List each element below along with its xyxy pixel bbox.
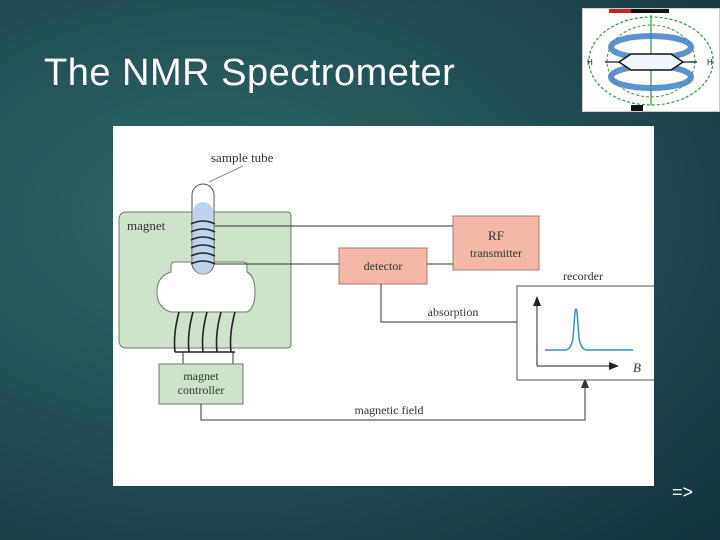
magnet-label: magnet bbox=[127, 218, 166, 233]
rf-label-line1: RF bbox=[488, 228, 504, 243]
rf-coil bbox=[190, 220, 216, 265]
next-slide-arrow[interactable]: => bbox=[672, 482, 694, 502]
top-black-bar bbox=[631, 9, 669, 13]
sample-liquid bbox=[193, 202, 213, 274]
magnet-windings bbox=[173, 311, 236, 353]
controller-label-line1: magnet bbox=[183, 369, 219, 383]
wiring bbox=[200, 225, 586, 421]
recorder-box bbox=[516, 285, 658, 381]
h-right-label: H bbox=[707, 58, 713, 67]
magnet-body bbox=[118, 211, 292, 349]
recorder-x-arrowhead bbox=[609, 362, 619, 370]
absorption-label: absorption bbox=[428, 305, 479, 319]
spectrometer-schematic: magnet sample tube magnet cont bbox=[118, 150, 658, 421]
detector-label: detector bbox=[364, 259, 403, 273]
absorption-peak-trace bbox=[545, 308, 633, 351]
h-left-label: H bbox=[587, 58, 593, 67]
recorder-label: recorder bbox=[563, 269, 603, 283]
benzene-ring bbox=[617, 53, 685, 71]
recorder-b-label: B bbox=[633, 360, 641, 375]
recorder-y-arrowhead bbox=[533, 296, 541, 306]
detector-box bbox=[338, 247, 428, 285]
rf-label-line2: transmitter bbox=[470, 246, 522, 260]
sample-tube-leader bbox=[208, 165, 244, 183]
ring-current-illustration: H H bbox=[587, 9, 714, 111]
slide-title: The NMR Spectrometer bbox=[44, 52, 456, 94]
magnetic-field-label: magnetic field bbox=[355, 403, 424, 417]
magnetic-field-arrowhead bbox=[581, 378, 589, 388]
bottom-black-bar bbox=[631, 105, 643, 111]
controller-label-line2: controller bbox=[178, 383, 225, 397]
benzene-ring-current-thumbnail: H H bbox=[582, 8, 720, 112]
nmr-spectrometer-diagram: magnet sample tube magnet cont bbox=[113, 126, 658, 486]
magnet-controller-box bbox=[158, 363, 244, 405]
sample-tube-label: sample tube bbox=[211, 150, 274, 165]
rf-transmitter-box bbox=[452, 215, 540, 271]
